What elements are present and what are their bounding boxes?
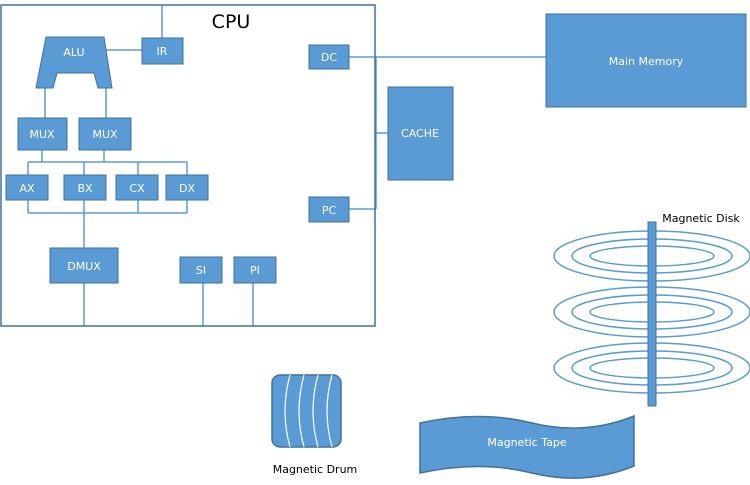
mux-1-box [17,117,68,151]
cache-label: CACHE [401,127,439,140]
pi-label: PI [250,264,260,277]
register-cx-label: CX [129,182,145,195]
cache-block: CACHE [387,86,454,181]
pc-box [308,196,350,223]
drum-body [271,374,342,448]
cpu-title: CPU [212,11,251,33]
register-dx: DX [165,174,209,201]
register-bx: BX [63,174,107,201]
ir-label: IR [157,45,168,58]
pc-block: PC [308,196,350,223]
pi-box [233,256,277,284]
alu-block: ALU [35,36,113,89]
cpu-box [0,4,376,327]
mux-2-block: MUX [78,117,132,151]
connector-lines [27,5,546,326]
tape-shape [419,414,635,479]
main-memory-box [545,13,747,108]
drum-band-1 [284,374,291,448]
register-ax: AX [5,174,49,201]
dmux-label: DMUX [67,260,101,273]
si-block: SI [179,256,223,284]
mux-1-block: MUX [17,117,68,151]
dc-label: DC [321,51,337,64]
register-cx: CX [115,174,159,201]
alu-label: ALU [63,46,84,59]
magnetic-tape: Magnetic Tape [419,414,635,479]
register-bx-label: BX [77,182,93,195]
mux-2-label: MUX [92,128,118,141]
ir-box [141,37,184,65]
register-cx-box [115,174,159,201]
magnetic-tape-label: Magnetic Tape [487,436,566,449]
ir-block: IR [141,37,184,65]
magnetic-disk-label: Magnetic Disk [662,212,740,225]
pi-block: PI [233,256,277,284]
register-dx-box [165,174,209,201]
register-ax-label: AX [19,182,35,195]
register-bx-box [63,174,107,201]
main-memory-label: Main Memory [609,55,684,68]
dmux-block: DMUX [49,247,119,284]
dmux-box [49,247,119,284]
mux-2-box [78,117,132,151]
alu-shape [35,36,113,89]
magnetic-drum-label: Magnetic Drum [273,463,358,476]
mux-1-label: MUX [29,128,55,141]
drum-band-4 [326,374,333,448]
dc-block: DC [308,44,350,70]
register-dx-label: DX [179,182,195,195]
drum-band-3 [312,374,319,448]
dc-box [308,44,350,70]
cache-box [387,86,454,181]
register-ax-box [5,174,49,201]
pc-label: PC [322,204,337,217]
si-box [179,256,223,284]
drum-band-2 [298,374,305,448]
main-memory-block: Main Memory [545,13,747,108]
disk-spindle [647,221,657,407]
si-label: SI [196,264,206,277]
magnetic-drum [271,374,342,448]
